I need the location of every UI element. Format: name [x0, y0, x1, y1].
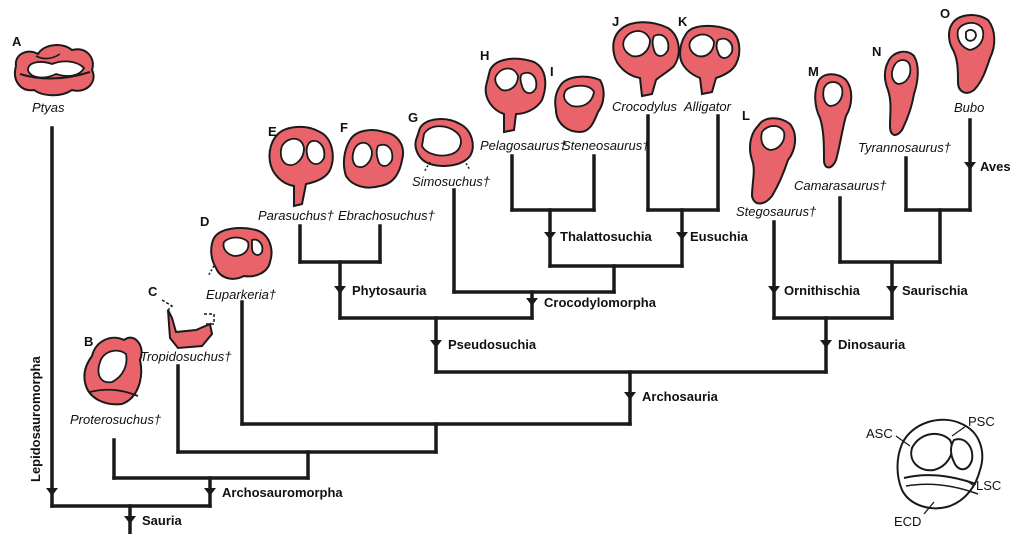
specimen-n-tyrannosaurus — [885, 52, 918, 135]
taxon-stegosaurus: Stegosaurus† — [736, 204, 817, 219]
specimen-o-bubo — [949, 15, 994, 93]
specimen-a-ptyas — [15, 45, 94, 95]
clade-ornithischia: Ornithischia — [784, 283, 861, 298]
taxon-pelagosaurus: Pelagosaurus† — [480, 138, 567, 153]
clade-lepidosauromorpha: Lepidosauromorpha — [28, 356, 43, 482]
specimen-h-pelagosaurus — [486, 59, 546, 132]
specimen-e-parasuchus — [269, 127, 332, 206]
clade-aves: Aves — [980, 159, 1011, 174]
marker-ornithischia — [768, 286, 780, 294]
letter-a: A — [12, 34, 22, 49]
marker-pseudosuchia — [430, 340, 442, 348]
letter-h: H — [480, 48, 489, 63]
key-psc: PSC — [968, 414, 995, 429]
letter-b: B — [84, 334, 93, 349]
taxon-ptyas: Ptyas — [32, 100, 65, 115]
specimen-l-stegosaurus — [750, 118, 795, 203]
specimen-m-camarasaurus — [815, 74, 851, 167]
taxon-euparkeria: Euparkeria† — [206, 287, 277, 302]
specimen-g-simosuchus — [416, 119, 473, 172]
marker-aves — [964, 162, 976, 170]
specimen-k-alligator — [680, 26, 739, 94]
key-asc: ASC — [866, 426, 893, 441]
taxon-parasuchus: Parasuchus† — [258, 208, 335, 223]
key-lsc: LSC — [976, 478, 1001, 493]
taxon-camarasaurus: Camarasaurus† — [794, 178, 887, 193]
specimen-f-ebrachosuchus — [344, 130, 403, 187]
clade-thalattosuchia: Thalattosuchia — [560, 229, 653, 244]
clade-archosauromorpha: Archosauromorpha — [222, 485, 343, 500]
taxon-steneosaurus: Steneosaurus† — [562, 138, 650, 153]
clade-phytosauria: Phytosauria — [352, 283, 427, 298]
letter-o: O — [940, 6, 950, 21]
marker-thalattosuchia — [544, 232, 556, 240]
taxon-bubo: Bubo — [954, 100, 984, 115]
taxon-proterosuchus: Proterosuchus† — [70, 412, 162, 427]
clade-eusuchia: Eusuchia — [690, 229, 749, 244]
letter-e: E — [268, 124, 277, 139]
marker-crocodylomorpha — [526, 298, 538, 306]
letter-i: I — [550, 64, 554, 79]
clade-crocodylomorpha: Crocodylomorpha — [544, 295, 657, 310]
clade-pseudosuchia: Pseudosuchia — [448, 337, 537, 352]
clade-saurischia: Saurischia — [902, 283, 969, 298]
clade-archosauria: Archosauria — [642, 389, 719, 404]
letter-g: G — [408, 110, 418, 125]
taxon-crocodylus: Crocodylus — [612, 99, 678, 114]
clade-dinosauria: Dinosauria — [838, 337, 906, 352]
letter-j: J — [612, 14, 619, 29]
specimen-d-euparkeria — [208, 228, 271, 279]
marker-lepidosauromorpha — [46, 488, 58, 496]
letter-c: C — [148, 284, 158, 299]
clade-sauria: Sauria — [142, 513, 183, 528]
marker-saurischia — [886, 286, 898, 294]
letter-l: L — [742, 108, 750, 123]
key-canal-right — [951, 439, 972, 469]
key-ecd: ECD — [894, 514, 921, 529]
specimen-j-crocodylus — [613, 22, 679, 96]
specimen-c-tropidosuchus — [162, 300, 214, 348]
marker-archosauromorpha — [204, 488, 216, 496]
taxon-simosuchus: Simosuchus† — [412, 174, 491, 189]
letter-m: M — [808, 64, 819, 79]
marker-eusuchia — [676, 232, 688, 240]
letter-k: K — [678, 14, 688, 29]
marker-dinosauria — [820, 340, 832, 348]
marker-archosauria — [624, 392, 636, 400]
marker-phytosauria — [334, 286, 346, 294]
taxon-alligator: Alligator — [683, 99, 732, 114]
specimen-i-steneosaurus — [555, 77, 603, 132]
anatomy-key: ASC PSC LSC ECD — [866, 414, 1001, 529]
taxon-tyrannosaurus: Tyrannosaurus† — [858, 140, 952, 155]
letter-n: N — [872, 44, 881, 59]
taxon-ebrachosuchus: Ebrachosuchus† — [338, 208, 436, 223]
letter-f: F — [340, 120, 348, 135]
taxon-tropidosuchus: Tropidosuchus† — [140, 349, 232, 364]
letter-d: D — [200, 214, 209, 229]
marker-sauria — [124, 516, 136, 524]
